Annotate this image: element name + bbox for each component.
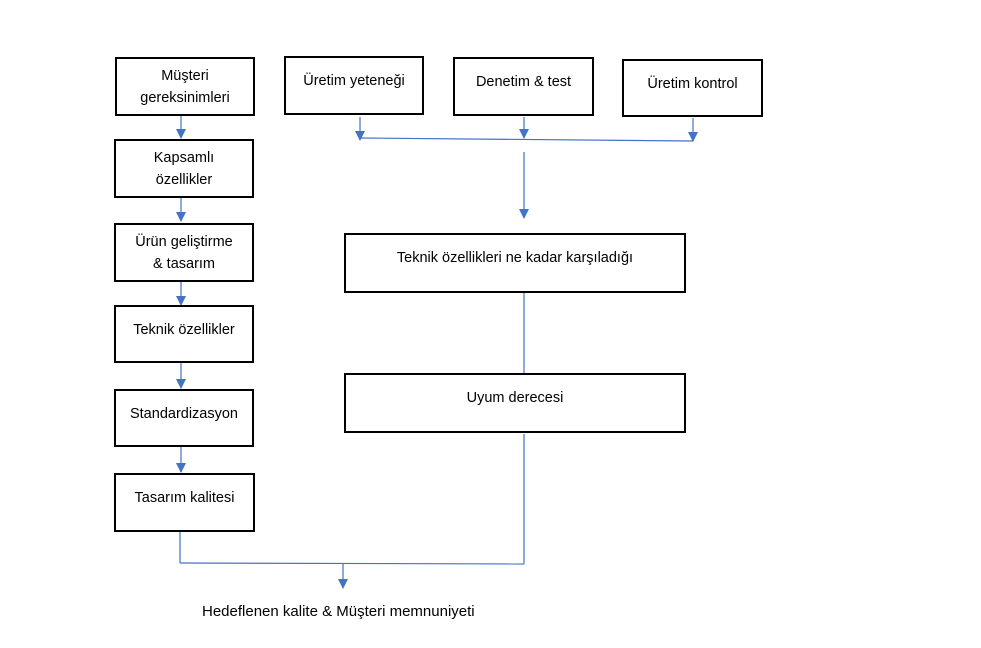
- technical-specs-label: Teknik özellikler: [133, 322, 235, 338]
- comprehensive-specs-line1: Kapsamlı: [153, 149, 215, 166]
- design-quality-label: Tasarım kalitesi: [134, 490, 235, 506]
- comprehensive-specs-box: Kapsamlı özellikler: [114, 139, 254, 198]
- product-development-box: Ürün geliştirme & tasarım: [114, 223, 254, 282]
- meets-specs-label: Teknik özellikleri ne kadar karşıladığı: [396, 250, 634, 266]
- meets-specs-box: Teknik özellikleri ne kadar karşıladığı: [344, 233, 686, 293]
- product-development-line2: & tasarım: [152, 255, 216, 272]
- production-control-label: Üretim kontrol: [647, 76, 738, 92]
- top-join-line: [359, 137, 694, 142]
- comprehensive-specs-line2: özellikler: [155, 171, 213, 188]
- conformance-degree-box: Uyum derecesi: [344, 373, 686, 433]
- product-development-line1: Ürün geliştirme: [135, 233, 233, 250]
- customer-requirements-line1: Müşteri: [161, 67, 209, 84]
- production-capability-label: Üretim yeteneği: [303, 73, 405, 89]
- result-label: Hedeflenen kalite & Müşteri memnuniyeti: [202, 603, 475, 620]
- inspection-test-label: Denetim & test: [475, 74, 572, 90]
- standardization-label: Standardizasyon: [129, 406, 238, 422]
- customer-requirements-line2: gereksinimleri: [140, 89, 230, 106]
- standardization-box: Standardizasyon: [114, 389, 254, 447]
- inspection-test-box: Denetim & test: [453, 57, 594, 116]
- conformance-degree-label: Uyum derecesi: [466, 390, 564, 406]
- customer-requirements-box: Müşteri gereksinimleri: [115, 57, 255, 116]
- technical-specs-box: Teknik özellikler: [114, 305, 254, 363]
- production-control-box: Üretim kontrol: [622, 59, 763, 117]
- production-capability-box: Üretim yeteneği: [284, 56, 424, 115]
- bottom-join-line: [179, 562, 525, 565]
- design-quality-box: Tasarım kalitesi: [114, 473, 255, 532]
